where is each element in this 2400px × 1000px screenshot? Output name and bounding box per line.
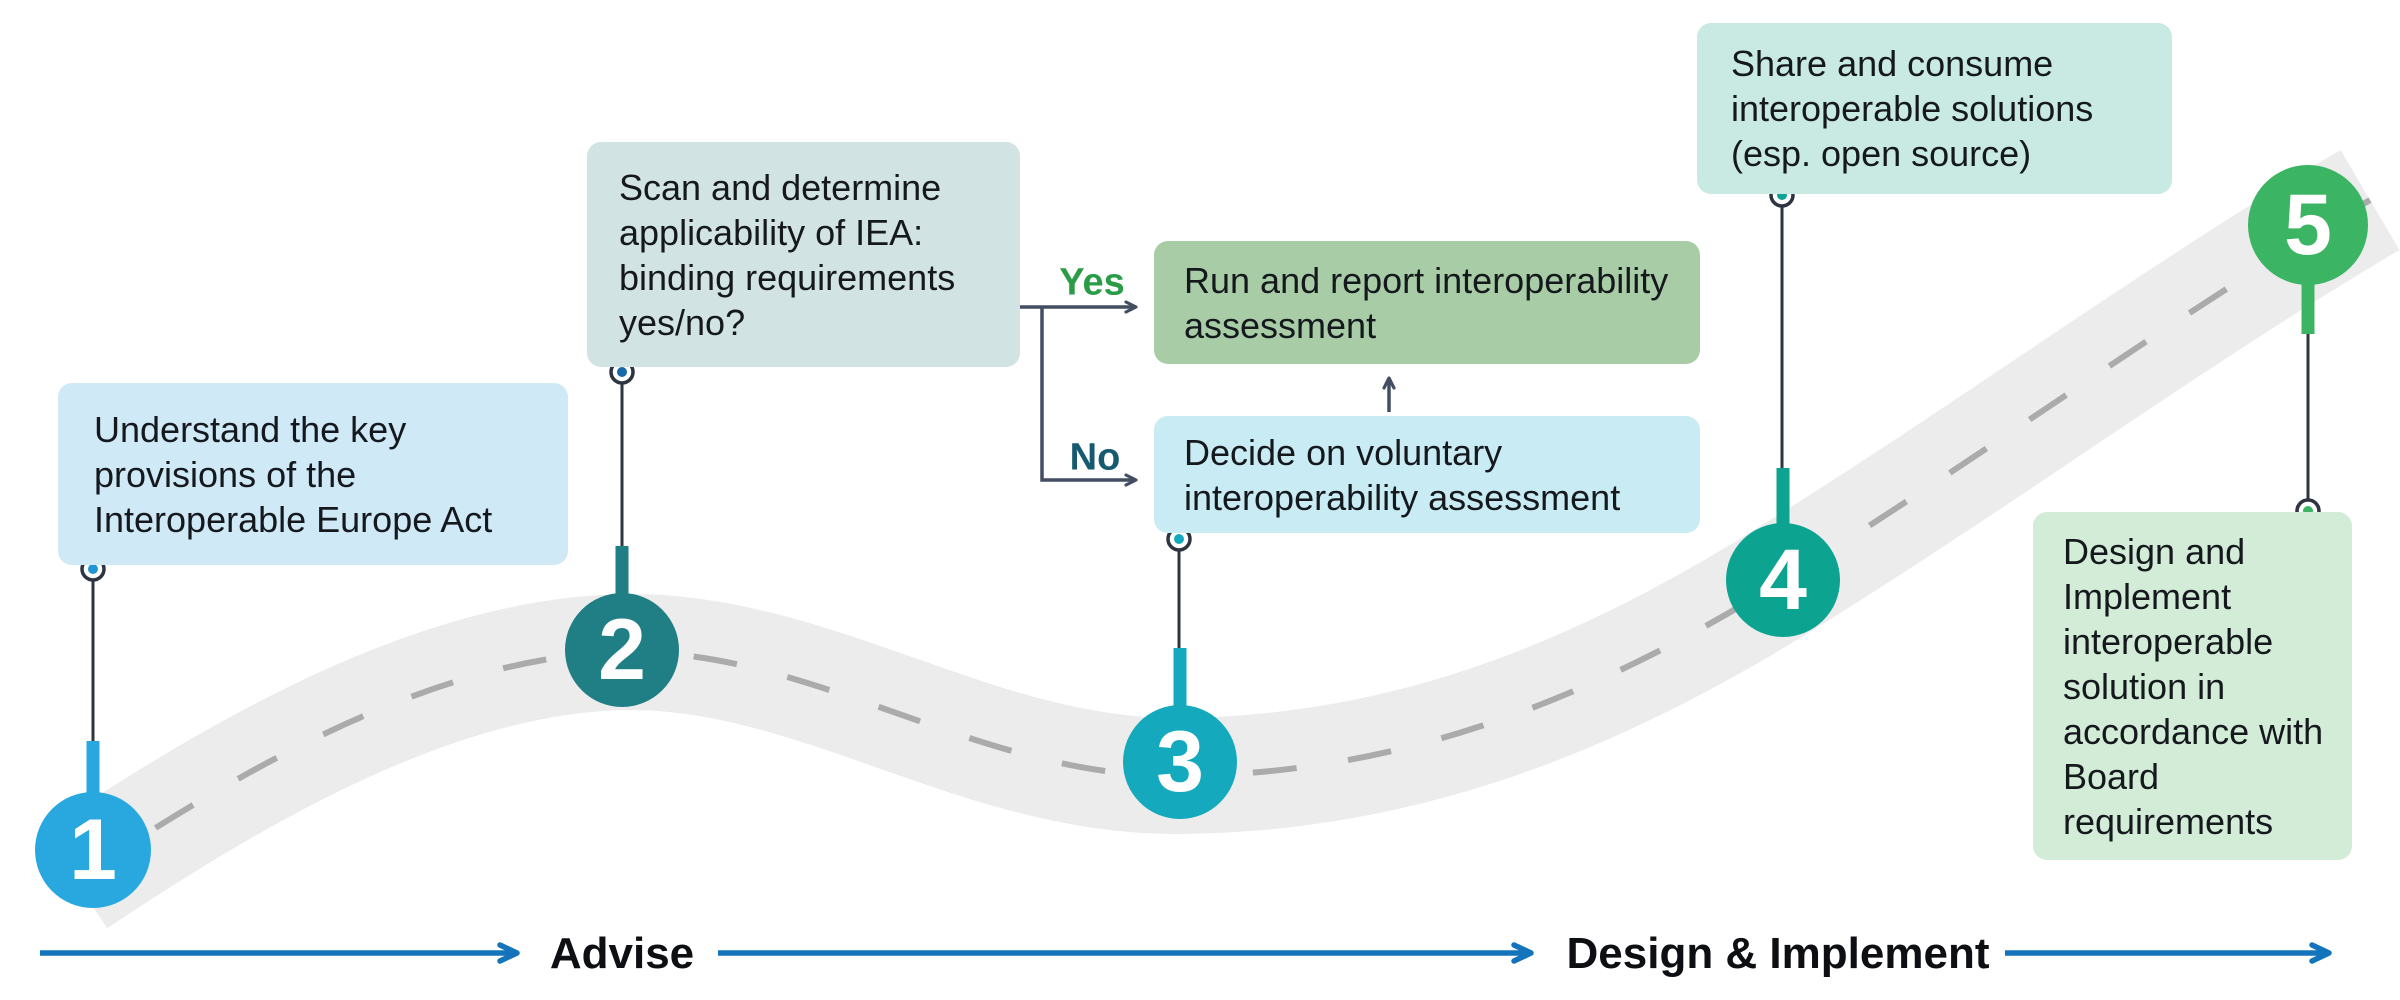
step-circle-1: 1	[35, 792, 151, 908]
step2-box: Scan and determine applicability of IEA:…	[587, 142, 1020, 367]
yes-outcome-box: Run and report interoperability assessme…	[1154, 241, 1700, 364]
step-circle-3: 3	[1123, 705, 1237, 819]
step-circle-2: 2	[565, 593, 679, 707]
step-number-4: 4	[1759, 531, 1807, 628]
step5-box-text: Design and Implement interoperable solut…	[2063, 530, 2324, 842]
step1-box: Understand the key provisions of the Int…	[58, 383, 568, 565]
connector-stubs	[86, 276, 2315, 800]
no-label: No	[1069, 436, 1121, 479]
step-number-2: 2	[598, 601, 646, 698]
step-number-5: 5	[2284, 176, 2332, 273]
step3-box: Decide on voluntary interoperability ass…	[1154, 416, 1700, 533]
step3-box-text: Decide on voluntary interoperability ass…	[1184, 431, 1621, 518]
step2-box-text: Scan and determine applicability of IEA:…	[619, 166, 956, 343]
decision-branch	[1020, 300, 1396, 487]
step4-box: Share and consume interoperable solution…	[1697, 23, 2172, 194]
step5-box: Design and Implement interoperable solut…	[2033, 512, 2352, 860]
phase-design-implement-label: Design & Implement	[1566, 929, 1990, 978]
step-circle-4: 4	[1726, 523, 1840, 637]
connector-lines	[91, 200, 2310, 744]
no-branch-arrow	[1040, 307, 1138, 487]
step-number-3: 3	[1156, 713, 1204, 810]
step-number-1: 1	[69, 801, 117, 898]
step-circle-5: 5	[2248, 165, 2368, 285]
yes-outcome-box-text: Run and report interoperability assessme…	[1184, 259, 1669, 346]
yes-label: Yes	[1059, 261, 1125, 304]
step1-box-text: Understand the key provisions of the Int…	[94, 408, 493, 540]
step4-box-text: Share and consume interoperable solution…	[1731, 43, 2094, 174]
phase-advise-label: Advise	[549, 929, 695, 978]
